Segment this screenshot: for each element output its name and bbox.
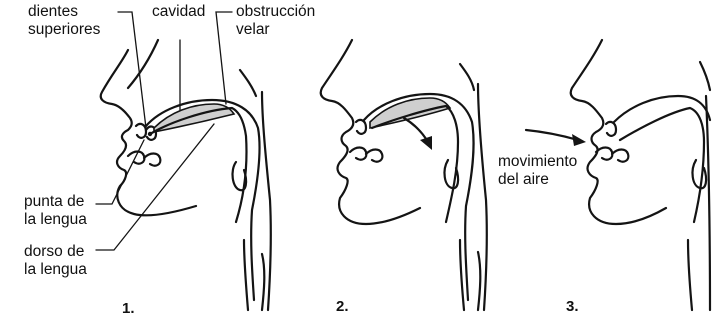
- label-velar-obstruction: obstrucción velar: [236, 3, 315, 39]
- panel-3-tongue: [620, 108, 704, 222]
- panel-number-2: 2.: [336, 298, 349, 315]
- panel-2-face-profile: [321, 40, 420, 224]
- panel-1-lower-lip: [128, 152, 144, 164]
- label-upper-teeth: dientes superiores: [28, 3, 100, 39]
- leader-tongue-tip: [96, 140, 144, 204]
- leader-tongue-back: [96, 124, 214, 250]
- panel-2-airflow-arrow: [404, 118, 428, 142]
- panel-number-1: 1.: [122, 300, 135, 317]
- panel-3-face-profile: [571, 40, 666, 224]
- panel-3-airflow-arrow: [526, 130, 578, 140]
- panel-1-upper-teeth: [136, 124, 146, 138]
- panel-number-3: 3.: [566, 298, 579, 315]
- label-air-movement: movimiento del aire: [498, 153, 577, 189]
- label-tongue-tip: punta de la lengua: [24, 193, 87, 229]
- panel-1-drawing: [96, 12, 271, 310]
- panel-2-drawing: [321, 40, 487, 310]
- label-cavity: cavidad: [152, 3, 205, 21]
- label-tongue-back: dorso de la lengua: [24, 243, 87, 279]
- leader-velar-obstruction: [216, 12, 232, 104]
